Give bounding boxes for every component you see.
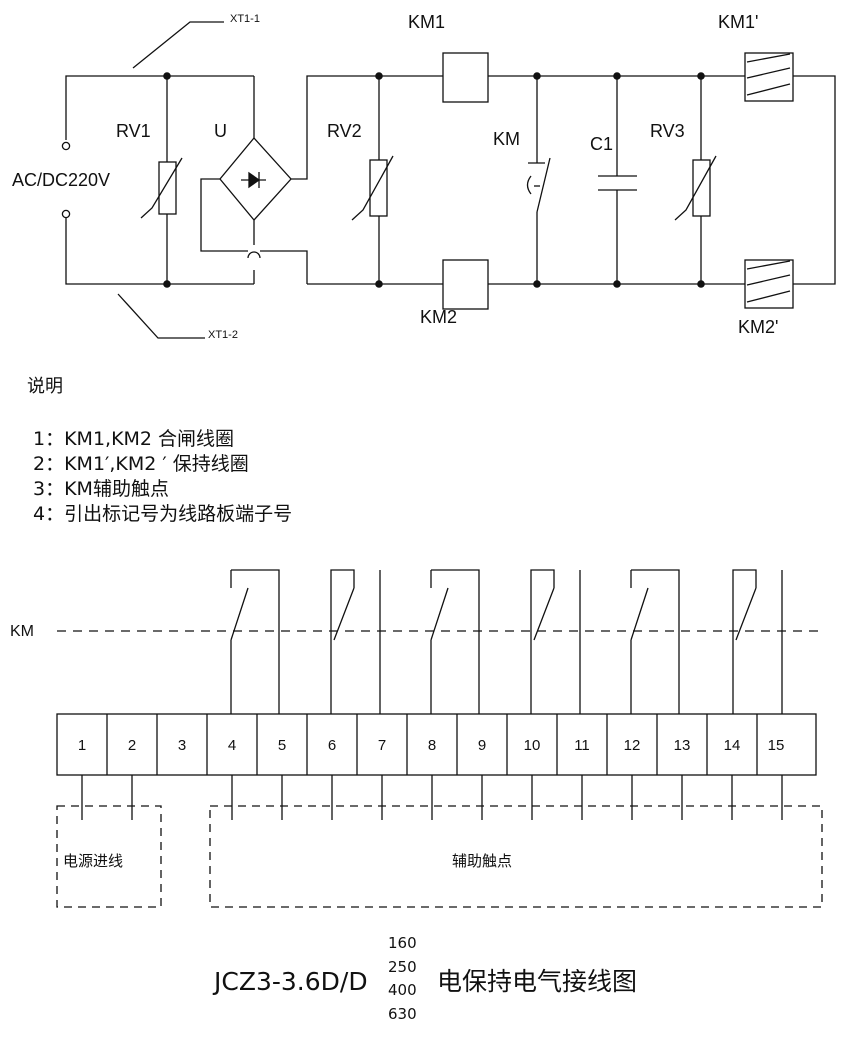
model-suffix: 电保持电气接线图 [437,967,637,996]
note-item: 1：KM1,KM2 合闸线圈 [33,428,235,450]
contact-km [528,157,551,213]
varistor-rv2 [369,159,388,217]
model-current-250: 250 [388,958,417,976]
model-current-630: 630 [388,1005,417,1023]
terminal-1: 1 [78,737,86,754]
terminal-7: 7 [378,737,386,754]
aux-contact-2 [330,569,381,714]
group-box-aux [209,805,823,908]
terminal-6: 6 [328,737,336,754]
terminal-4: 4 [228,737,236,754]
label-km1: KM1 [408,12,445,32]
aux-contact-5 [630,569,680,714]
label-km1-prime: KM1' [718,12,758,32]
label-supply: AC/DC220V [12,170,110,190]
varistor-rv3 [692,159,711,217]
label-rv1: RV1 [116,121,151,141]
aux-contact-4 [530,569,581,714]
terminal-block [56,713,817,776]
label-rv3: RV3 [650,121,685,141]
label-rv2: RV2 [327,121,362,141]
terminal-xt1-1 [61,141,71,151]
terminal-13: 13 [674,737,691,754]
group-label-power: 电源进线 [63,852,123,870]
label-xt1-2: XT1-2 [208,329,238,341]
label-km: KM [493,129,520,149]
terminal-14: 14 [724,737,741,754]
terminal-15: 15 [768,737,785,754]
varistor-rv1 [158,161,177,215]
label-c1: C1 [590,134,613,154]
model-prefix: JCZ3-3.6D/D [212,967,368,996]
model-current-400: 400 [388,981,417,999]
label-km2: KM2 [420,307,457,327]
coil-km2 [442,259,489,310]
terminal-10: 10 [524,737,541,754]
terminal-8: 8 [428,737,436,754]
note-item: 2：KM1′,KM2 ′ 保持线圈 [33,453,249,475]
aux-contact-6 [732,569,783,714]
aux-contact-3 [430,569,480,714]
label-km2-prime: KM2' [738,317,778,337]
model-current-160: 160 [388,934,417,952]
label-km-linkage: KM [10,623,34,640]
note-item: 4：引出标记号为线路板端子号 [33,503,293,525]
terminal-9: 9 [478,737,486,754]
terminal-xt1-2 [61,209,71,219]
label-u: U [214,121,227,141]
terminal-5: 5 [278,737,286,754]
group-label-aux: 辅助触点 [452,852,512,870]
terminal-3: 3 [178,737,186,754]
group-box-power [56,805,162,908]
coil-km1 [442,52,489,103]
notes-title: 说明 [27,376,63,397]
supply-bottom-wire [65,218,254,285]
supply-top-wire [65,75,254,140]
notes-list: 1：KM1,KM2 合闸线圈 2：KM1′,KM2 ′ 保持线圈 3：KM辅助触… [33,427,292,527]
label-xt1-1: XT1-1 [230,13,260,25]
terminal-2: 2 [128,737,136,754]
terminal-12: 12 [624,737,641,754]
terminal-11: 11 [574,737,590,754]
note-item: 3：KM辅助触点 [33,478,169,500]
aux-contact-1 [230,569,280,714]
